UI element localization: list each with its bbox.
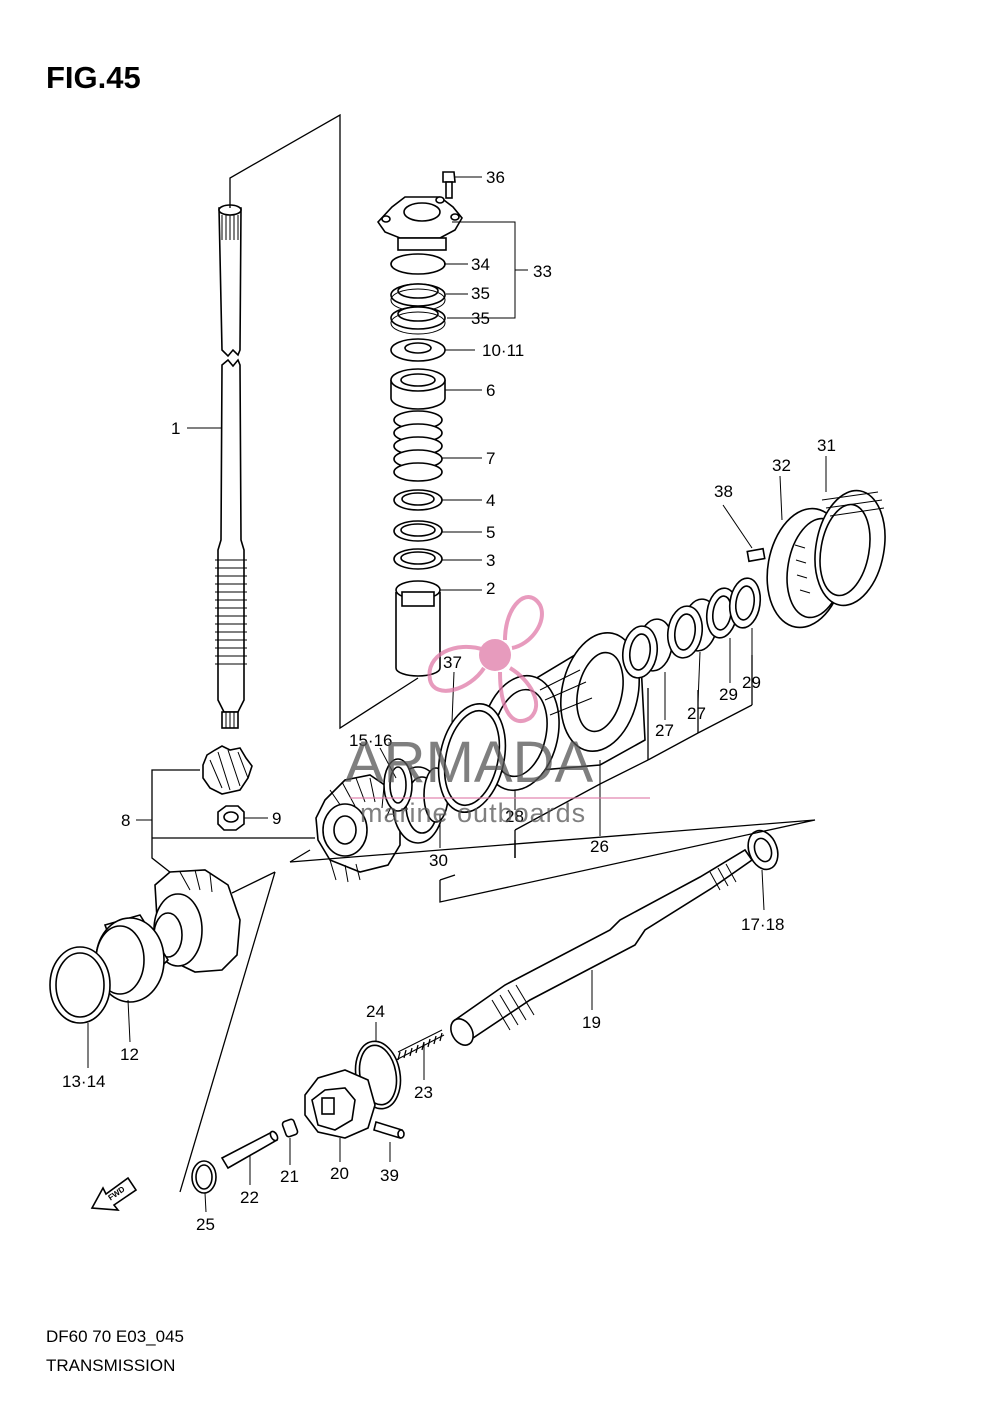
callout-35-upper: 35 [471,284,490,303]
callout-36: 36 [486,168,505,187]
callout-31: 31 [817,436,836,455]
o-ring-28 [437,702,507,814]
reverse-gear [153,869,241,973]
callout-34: 34 [471,255,490,274]
bolt-36 [442,171,456,199]
ring-5 [393,520,443,542]
callout-22: 22 [240,1188,259,1207]
fwd-arrow-icon: FWD [90,1176,138,1211]
assembly-lines [179,655,816,1193]
o-ring-34 [390,253,446,275]
plunger-21 [281,1118,299,1138]
propeller-logo-icon [427,595,544,723]
callout-21: 21 [280,1167,299,1186]
ring-25 [191,1160,217,1194]
callout-19: 19 [582,1013,601,1032]
bracket-8 [151,769,200,881]
drive-shaft [215,204,247,729]
shim-17-18 [747,829,779,871]
callout-37: 37 [443,653,462,672]
bearing-housing-33 [376,196,463,251]
callout-5: 5 [486,523,495,542]
callout-labels: 36 34 33 35 35 10·11 6 1 7 31 32 38 4 5 … [62,168,836,1234]
callout-33: 33 [533,262,552,281]
callout-38: 38 [714,482,733,501]
watermark: ARMADA marine outboards [345,595,650,828]
callout-6: 6 [486,381,495,400]
key-38 [746,547,766,563]
oil-seal-29b [728,577,762,629]
figure-title: FIG.45 [46,60,141,95]
seal-35-lower [390,306,446,335]
spring-23 [395,1029,445,1061]
callout-10-11: 10·11 [482,341,524,360]
callout-4: 4 [486,491,495,510]
figure-name: TRANSMISSION [46,1356,176,1375]
callout-3: 3 [486,551,495,570]
needle-bearing-27a [621,618,674,679]
forward-gear [315,774,401,883]
callout-13-14: 13·14 [62,1072,105,1091]
clutch-dog-20 [304,1069,376,1139]
shim-13-14 [49,946,111,1024]
callout-23: 23 [414,1083,433,1102]
callout-12: 12 [120,1045,139,1064]
callout-27-right: 27 [687,704,706,723]
nut-9 [217,805,245,831]
sleeve-2 [395,580,441,677]
watermark-tagline: marine outboards [360,798,586,828]
push-rod-22 [220,1130,279,1170]
callout-24: 24 [366,1002,385,1021]
callout-25: 25 [196,1215,215,1234]
callout-29-right: 29 [742,673,761,692]
callout-39: 39 [380,1166,399,1185]
callout-8: 8 [121,811,130,830]
callout-28: 28 [505,807,524,826]
callout-32: 32 [772,456,791,475]
figure-code: DF60 70 E03_045 [46,1327,184,1346]
washer-4 [393,489,443,511]
callout-17-18: 17·18 [741,915,784,934]
spring-7 [393,410,443,482]
callout-29-left: 29 [719,685,738,704]
cap-31 [814,489,886,607]
bearing-6 [390,368,446,410]
shim-10-11 [390,338,446,362]
callout-35-lower: 35 [471,309,490,328]
callout-15-16: 15·16 [349,731,392,750]
callout-2: 2 [486,579,495,598]
callout-1: 1 [171,419,180,438]
pinion-gear-8 [202,745,253,795]
callout-26: 26 [590,837,609,856]
callout-27-left: 27 [655,721,674,740]
seal-35-upper [390,283,446,312]
needle-bearing-27b [666,598,719,659]
callout-30: 30 [429,851,448,870]
callout-20: 20 [330,1164,349,1183]
callout-7: 7 [486,449,495,468]
washer-3 [393,548,443,570]
assembly-bracket-line [229,113,419,730]
callout-9: 9 [272,809,281,828]
leader-lines [87,176,827,1213]
pin-39 [373,1120,405,1140]
watermark-brand: ARMADA [345,730,593,795]
